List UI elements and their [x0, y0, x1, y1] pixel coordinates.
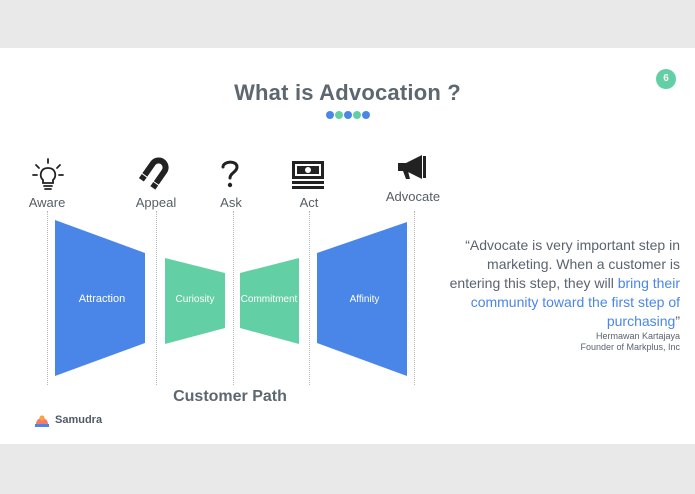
- title-dots: [326, 111, 370, 119]
- segment-curiosity: [165, 258, 225, 344]
- stage-label-appeal: Appeal: [135, 195, 177, 210]
- title-dot: [326, 111, 334, 119]
- title-dot: [344, 111, 352, 119]
- stage-divider: [414, 211, 415, 385]
- quote-close: ”: [675, 313, 680, 329]
- stage-divider: [233, 211, 234, 385]
- samudra-logo-icon: [34, 412, 50, 428]
- segment-label-commitment: Commitment: [240, 294, 298, 305]
- segment-label-attraction: Attraction: [78, 293, 126, 305]
- stage-divider: [309, 211, 310, 385]
- megaphone-icon: [398, 155, 426, 179]
- title-dot: [353, 111, 361, 119]
- lightbulb-icon: [32, 158, 64, 190]
- quote-highlight: bring their community toward the first s…: [470, 275, 680, 329]
- segment-label-affinity: Affinity: [349, 294, 380, 305]
- quote-text: “Advocate is very important step in mark…: [449, 237, 680, 291]
- slide-title: What is Advocation ?: [234, 80, 461, 105]
- slide: What is Advocation ? 6: [0, 48, 695, 444]
- customer-path-funnel: [55, 220, 407, 376]
- segment-label-curiosity: Curiosity: [175, 294, 215, 305]
- segment-commitment: [240, 258, 299, 344]
- stage-label-ask: Ask: [220, 195, 242, 210]
- question-mark-icon: [221, 160, 239, 188]
- stage-label-aware: Aware: [28, 195, 66, 210]
- title-dot: [335, 111, 343, 119]
- segment-affinity: [317, 222, 407, 376]
- customer-path-title: Customer Path: [173, 388, 287, 405]
- stage-label-act: Act: [299, 195, 319, 210]
- author-name: Hermawan Kartajaya: [595, 331, 680, 341]
- brand: Samudra: [34, 412, 102, 428]
- stage-label-advocate: Advocate: [385, 189, 441, 204]
- author-role: Founder of Markplus, Inc: [580, 342, 680, 352]
- stage-divider: [47, 211, 48, 385]
- page-number-badge: 6: [656, 69, 676, 89]
- quote-author: Hermawan Kartajaya Founder of Markplus, …: [440, 331, 680, 353]
- money-icon: [292, 161, 324, 189]
- advocate-quote: “Advocate is very important step in mark…: [440, 236, 680, 331]
- magnet-icon: [138, 157, 169, 190]
- segment-attraction: [55, 220, 145, 376]
- title-dot: [362, 111, 370, 119]
- stage-divider: [156, 211, 157, 385]
- brand-name: Samudra: [55, 414, 103, 426]
